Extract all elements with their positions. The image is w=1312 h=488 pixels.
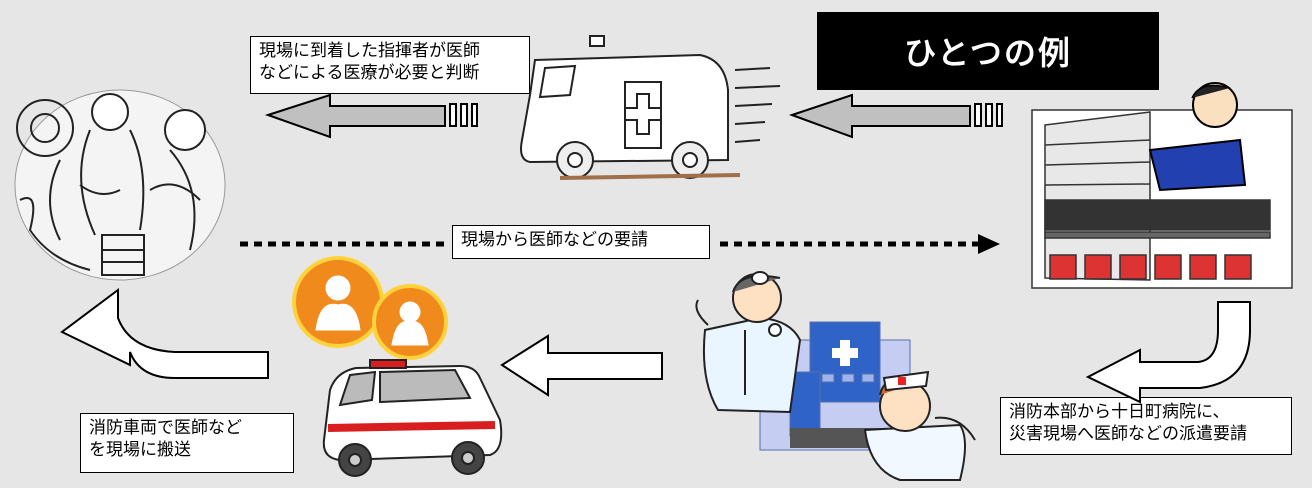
arrow-ambulance-to-scene [60,288,269,379]
ambulance-icon [520,35,781,180]
nurse-icon [863,370,976,481]
arrow-station-to-hospital [1085,301,1251,404]
arrow-to-ambulance [788,93,1003,139]
rescue-scene-icon [14,89,226,281]
label-transport: 消防車両で医師など を現場に搬送 [80,413,294,473]
ambulance-icon-transport [322,359,503,477]
label-commander-judgment: 現場に到着した指揮者が医師 などによる医療が必要と判断 [250,36,530,94]
label-dispatch-request: 消防本部から十日町病院に、 災害現場へ医師などの派遣要請 [1000,397,1292,455]
doctor-icon [695,271,802,414]
diagram-title: ひとつの例 [817,12,1159,90]
hospital-icon [759,321,911,451]
label-transport-line1: 消防車両で医師など [89,418,242,438]
label-commander-line1: 現場に到着した指揮者が医師 [259,41,480,61]
arrow-hospital-to-ambulance [500,334,663,397]
medical-staff-badge-icon [292,256,448,360]
label-dispatch-line2: 災害現場へ医師などの派遣要請 [1009,424,1247,444]
label-commander-line2: などによる医療が必要と判断 [259,63,480,83]
fire-station-icon [1031,82,1293,289]
label-transport-line2: を現場に搬送 [89,440,191,460]
arrow-to-scene [264,93,478,139]
label-dispatch-line1: 消防本部から十日町病院に、 [1009,402,1230,422]
label-on-site-request: 現場から医師などの要請 [452,225,710,259]
